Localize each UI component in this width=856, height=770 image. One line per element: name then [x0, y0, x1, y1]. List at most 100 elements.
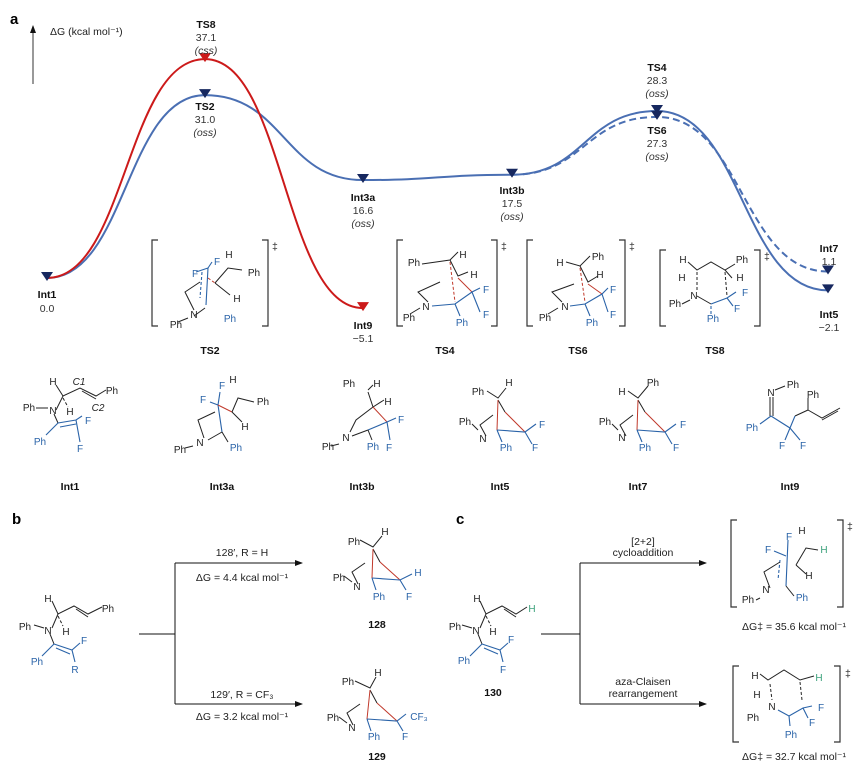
atom-label: Ph	[31, 657, 43, 668]
atom-label: F	[406, 592, 412, 603]
energy-cycloaddition: ΔG‡ = 35.6 kcal mol⁻¹	[742, 621, 846, 633]
marker-ts6	[651, 110, 663, 120]
atom-label: F	[386, 443, 392, 454]
structure-int3a: F H F Ph H N Ph Ph	[174, 375, 269, 456]
atom-label: H	[373, 379, 380, 390]
atom-label: F	[483, 285, 489, 296]
atom-label: N	[618, 433, 625, 444]
structure-int3b: Ph H H F N Ph Ph F	[322, 379, 404, 454]
point-label-ts6: TS6 27.3 (oss)	[645, 125, 668, 163]
point-name: Int3a	[351, 192, 376, 204]
atom-label: Ph	[403, 313, 415, 324]
atom-label: H	[473, 594, 480, 605]
atom-label: H	[229, 375, 236, 386]
atom-label: Ph	[742, 595, 754, 606]
atom-label: N	[196, 438, 203, 449]
atom-label: F	[673, 443, 679, 454]
structure-label-int7: Int7	[629, 481, 648, 493]
atom-label: Ph	[102, 604, 114, 615]
atom-label: N	[690, 291, 697, 302]
atom-label: N	[342, 433, 349, 444]
structure-ts8: ‡ H H Ph H N Ph F F Ph	[659, 249, 770, 327]
atom-label: H	[815, 673, 822, 684]
structure-ts4: ‡ Ph H H F F N Ph Ph	[396, 239, 507, 329]
atom-label: Ph	[539, 313, 551, 324]
atom-label: Ph	[747, 713, 759, 724]
cycloaddition-label-line2: cycloaddition	[613, 547, 674, 559]
atom-label: Ph	[707, 314, 719, 325]
point-name: Int1	[38, 289, 57, 301]
structure-ts6: ‡ H Ph H F F N Ph Ph	[526, 239, 635, 329]
point-name: TS6	[647, 125, 666, 137]
point-state: (oss)	[351, 218, 374, 230]
atom-label: Ph	[248, 268, 260, 279]
atom-label: H	[49, 377, 56, 388]
atom-label: H	[820, 545, 827, 556]
point-name: Int9	[354, 320, 373, 332]
structure-label-int9: Int9	[781, 481, 800, 493]
structure-129: H Ph Ph CF₃ N Ph F	[327, 668, 428, 743]
product-label-128: 128	[368, 619, 386, 631]
energy-axis-label: ΔG (kcal mol⁻¹)	[50, 26, 123, 38]
atom-label: Ph	[170, 320, 182, 331]
point-value: 27.3	[647, 138, 668, 150]
structure-int7: Ph H Ph N F Ph F	[599, 378, 686, 454]
atom-label: F	[77, 444, 83, 455]
atom-label: F	[214, 257, 220, 268]
point-name: TS8	[196, 19, 215, 31]
atom-label: Ph	[368, 732, 380, 743]
atom-label: H	[44, 594, 51, 605]
point-value: 16.6	[353, 205, 374, 217]
double-dagger: ‡	[629, 241, 635, 253]
atom-label: Ph	[257, 397, 269, 408]
energy-curve-alternative-pathway	[511, 115, 829, 273]
atom-label: F	[800, 441, 806, 452]
atom-label: Ph	[327, 713, 339, 724]
atom-label: H	[751, 671, 758, 682]
atom-label: H	[384, 397, 391, 408]
point-name: Int3b	[499, 185, 524, 197]
marker-int3a	[357, 174, 369, 184]
atom-label: F	[734, 304, 740, 315]
point-name: TS2	[195, 101, 214, 113]
structure-label-ts4: TS4	[435, 345, 454, 357]
atom-label: F	[765, 545, 771, 556]
marker-int3b	[506, 168, 518, 178]
reactant-label-130: 130	[484, 687, 502, 699]
atom-label: Ph	[647, 378, 659, 389]
double-dagger: ‡	[272, 241, 278, 253]
point-state: (css)	[195, 45, 218, 57]
atom-label: Ph	[408, 258, 420, 269]
atom-label: Ph	[19, 622, 31, 633]
atom-label: H	[414, 568, 421, 579]
atom-label: Ph	[592, 252, 604, 263]
panel-a-label: a	[10, 11, 19, 28]
aza-claisen-label-line2: rearrangement	[609, 688, 678, 700]
product-label-129: 129	[368, 751, 386, 763]
atom-label: N	[767, 388, 774, 399]
atom-label: Ph	[458, 656, 470, 667]
atom-label: H	[225, 250, 232, 261]
structure-int5: H Ph Ph N F Ph F	[459, 378, 545, 454]
point-label-int9: Int9 −5.1	[353, 320, 374, 345]
atom-label: Ph	[343, 379, 355, 390]
aza-claisen-label-line1: aza-Claisen	[615, 676, 671, 688]
atom-label: H	[66, 407, 73, 418]
atom-label: Ph	[459, 417, 471, 428]
point-value: 37.1	[196, 32, 217, 44]
point-value: −5.1	[353, 333, 374, 345]
atom-label: F	[610, 310, 616, 321]
atom-label: F	[818, 703, 824, 714]
atom-label: H	[556, 258, 563, 269]
atom-label: H	[241, 422, 248, 433]
energy-profile-markers	[41, 53, 834, 312]
atom-label: Ph	[669, 299, 681, 310]
atom-label: F	[398, 415, 404, 426]
atom-label: H	[805, 571, 812, 582]
point-label-int3a: Int3a 16.6 (oss)	[351, 192, 376, 230]
atom-label: Ph	[586, 318, 598, 329]
atom-label: C1	[73, 377, 86, 388]
atom-label: F	[779, 441, 785, 452]
marker-int1	[41, 272, 53, 281]
atom-label: N	[422, 302, 429, 313]
